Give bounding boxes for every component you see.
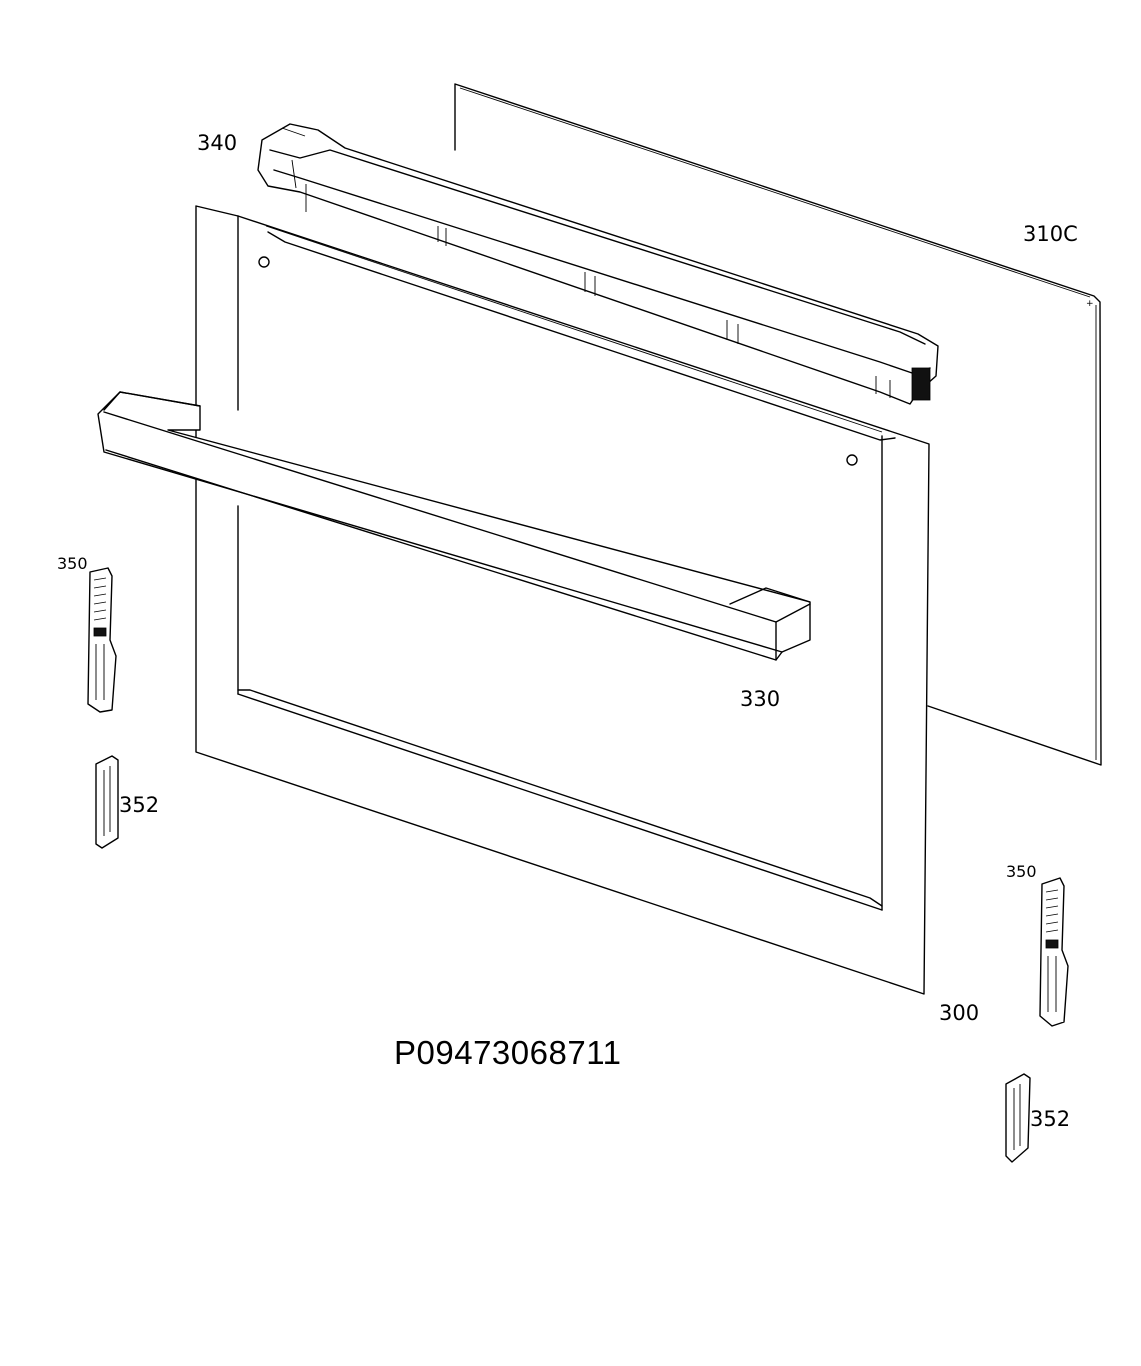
hinge-left	[87, 567, 117, 713]
top-profile-bar	[257, 123, 939, 405]
hinge-cover-right	[1005, 1073, 1031, 1163]
label-top-profile: 340	[197, 131, 238, 155]
label-door-frame: 300	[939, 1001, 980, 1025]
label-handle: 330	[740, 687, 781, 711]
rear-glass-panel: +	[454, 83, 1102, 766]
door-frame	[195, 205, 930, 995]
label-hinge-left: 350	[57, 554, 88, 573]
svg-text:+: +	[1086, 299, 1094, 309]
diagram-part-code: P09473068711	[394, 1034, 622, 1071]
hinge-cover-left	[95, 755, 119, 849]
label-hinge-right: 350	[1006, 862, 1037, 881]
label-hinge-cover-right: 352	[1030, 1107, 1071, 1131]
door-handle	[97, 391, 811, 661]
label-hinge-cover-left: 352	[119, 793, 160, 817]
label-rear-glass: 310C	[1023, 222, 1078, 246]
hinge-right	[1039, 877, 1069, 1027]
